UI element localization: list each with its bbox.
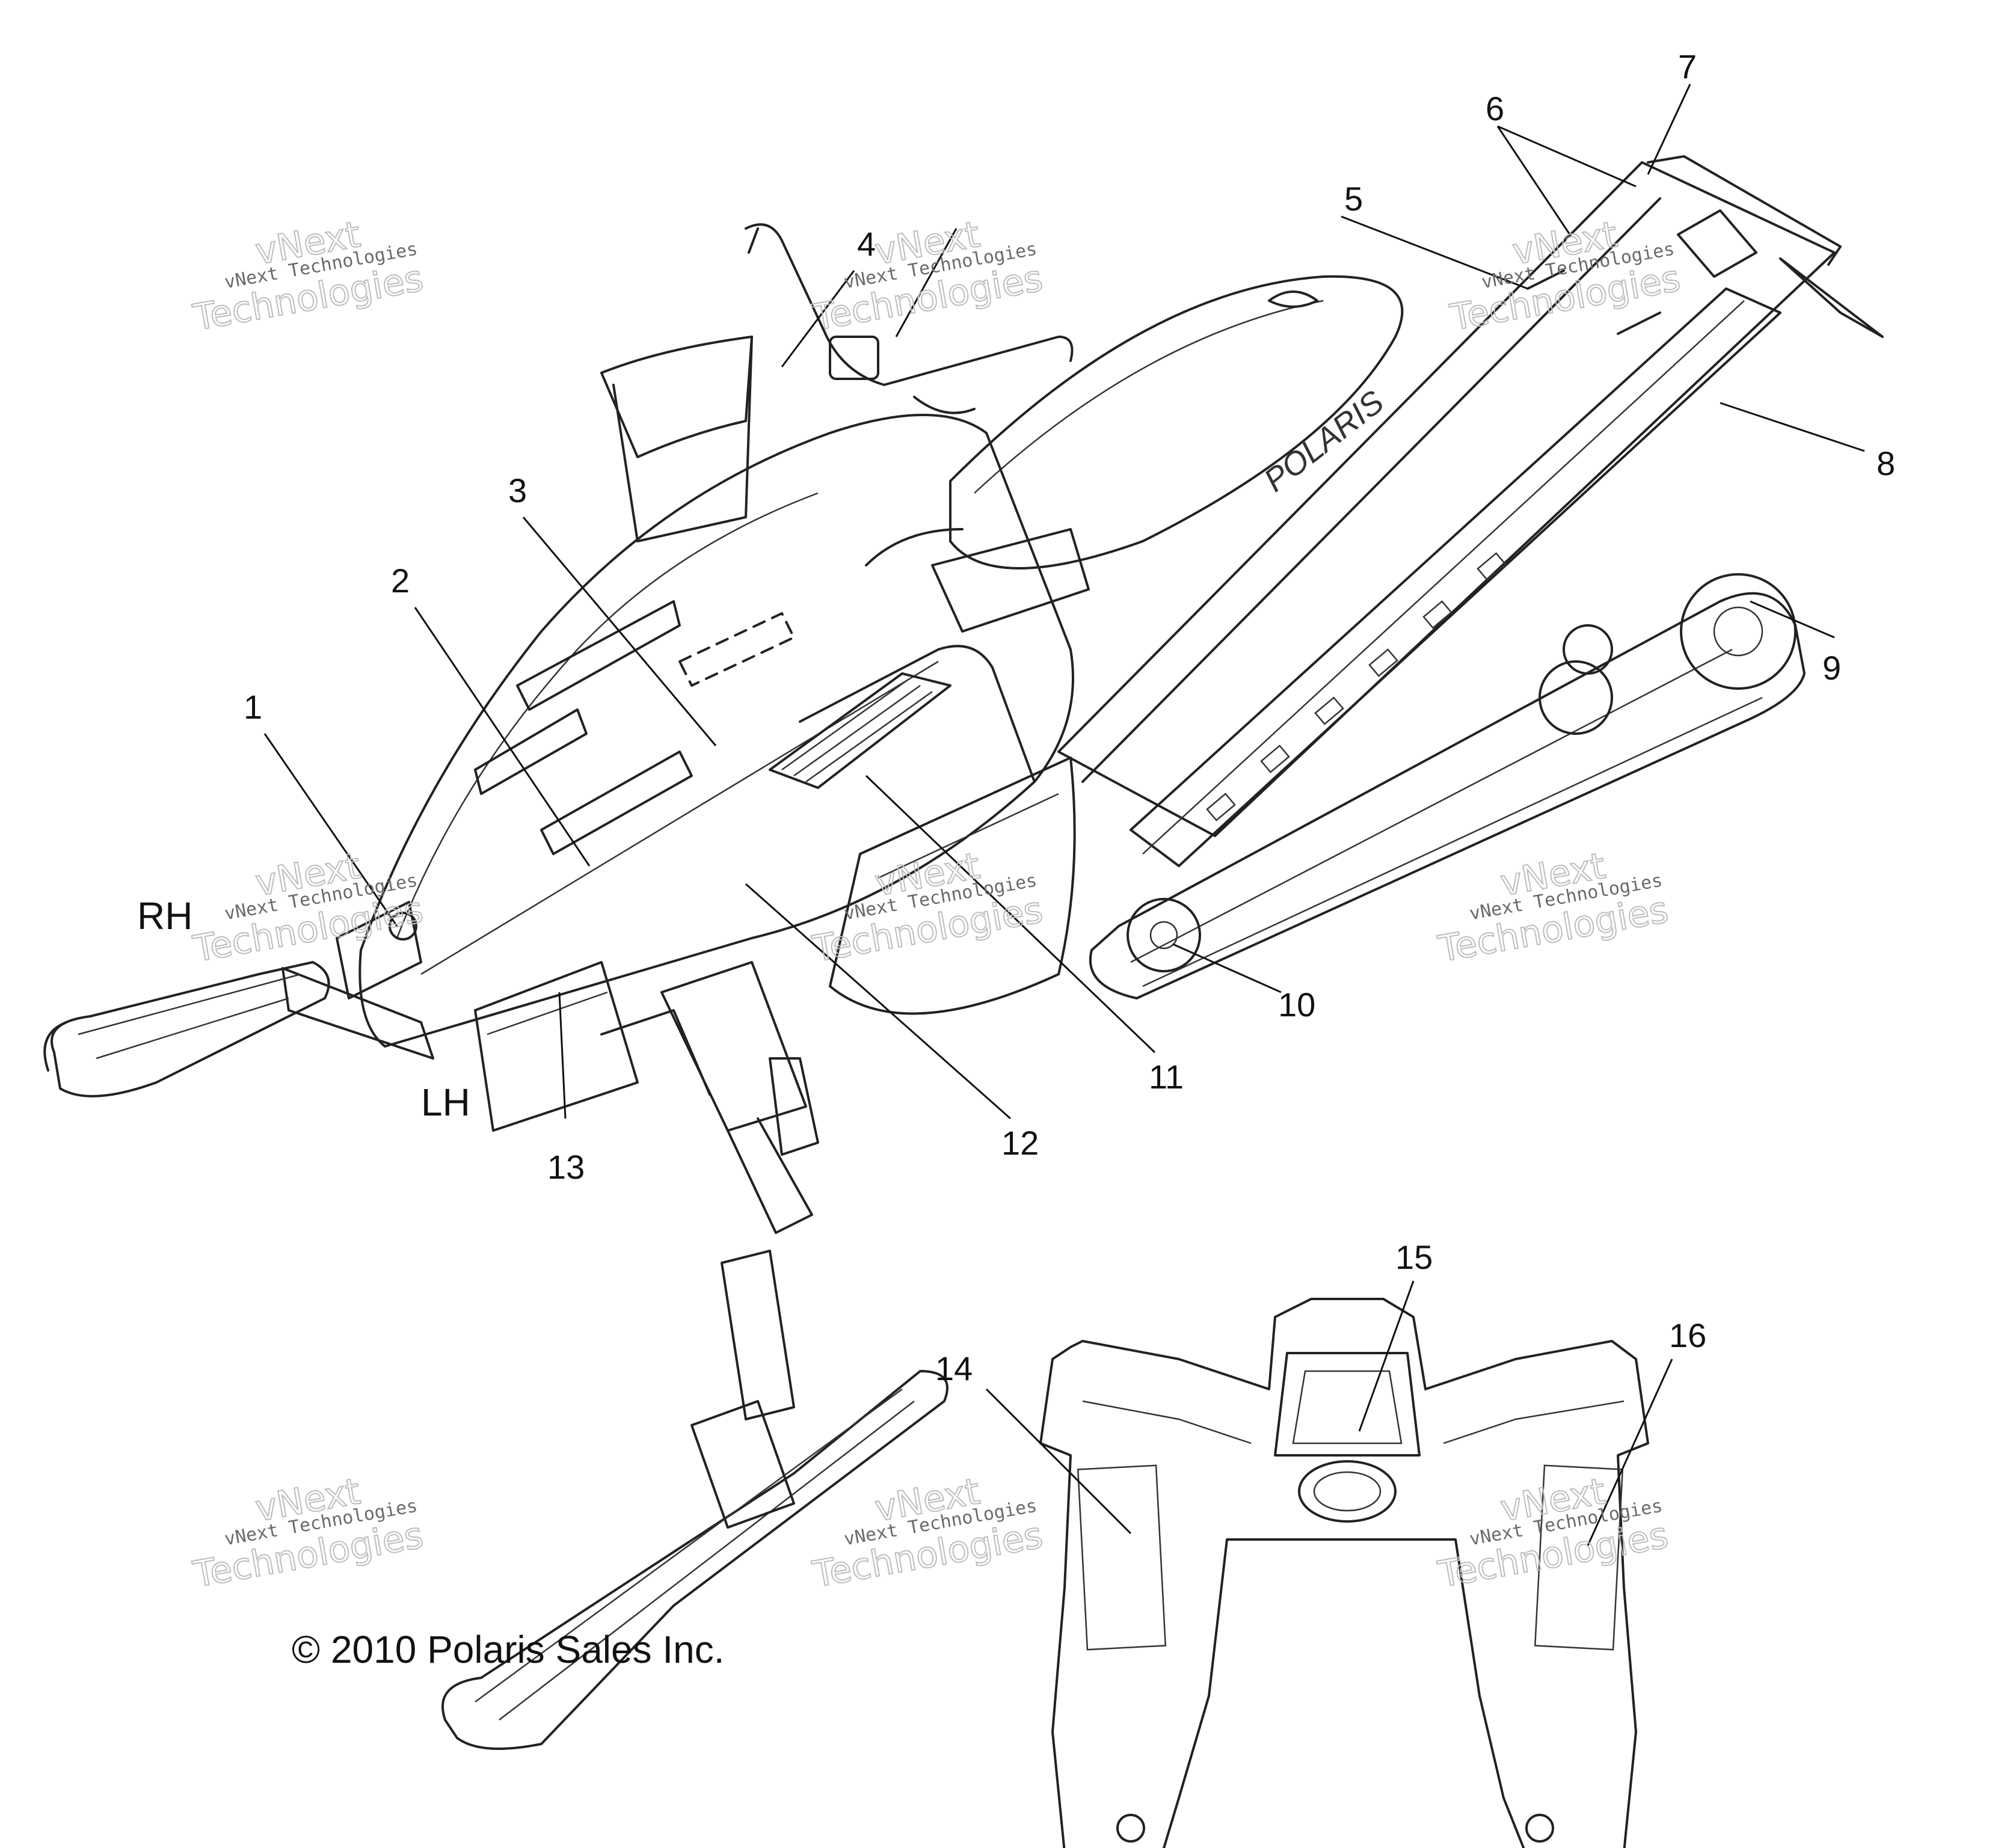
watermark: vNext vNext Technologies Technologies xyxy=(189,213,427,340)
callout-2: 2 xyxy=(391,562,410,600)
watermark: vNext vNext Technologies Technologies xyxy=(1434,844,1672,971)
callout-9: 9 xyxy=(1822,649,1841,687)
leader-lines xyxy=(263,84,1865,1546)
callout-6: 6 xyxy=(1486,90,1504,127)
callout-16: 16 xyxy=(1669,1316,1706,1354)
callout-1: 1 xyxy=(244,688,262,726)
front-suspension xyxy=(600,961,819,1234)
handlebar xyxy=(745,223,1074,414)
callout-12: 12 xyxy=(1001,1124,1039,1162)
tunnel-rail xyxy=(1057,155,1884,867)
side-label-rh: RH xyxy=(137,894,192,938)
side-label-lh: LH xyxy=(421,1081,470,1124)
seat-logo: POLARIS xyxy=(1257,384,1390,499)
body-hood xyxy=(281,336,1090,1132)
ski-rh xyxy=(43,961,330,1097)
callout-10: 10 xyxy=(1278,986,1315,1024)
callout-8: 8 xyxy=(1877,444,1895,482)
belly-pan-drawing xyxy=(1039,1298,1649,1848)
callout-5: 5 xyxy=(1344,180,1363,218)
callout-11: 11 xyxy=(1149,1058,1184,1096)
callout-15: 15 xyxy=(1395,1238,1433,1276)
track-assembly xyxy=(1089,573,1806,999)
callout-4: 4 xyxy=(857,225,876,263)
callout-3: 3 xyxy=(508,471,527,509)
callout-7: 7 xyxy=(1678,48,1697,85)
ski-lh xyxy=(441,1250,948,1750)
callout-13: 13 xyxy=(547,1148,585,1186)
callout-labels: 1 2 3 4 5 6 7 8 9 10 11 12 13 14 15 16 xyxy=(244,48,1895,1387)
watermark: vNext vNext Technologies Technologies xyxy=(1434,1470,1672,1597)
watermark: vNext vNext Technologies Technologies xyxy=(809,844,1047,971)
watermark: vNext vNext Technologies Technologies xyxy=(189,1470,427,1597)
watermarks: vNext vNext Technologies Technologies vN… xyxy=(189,213,1684,1597)
seat: POLARIS xyxy=(949,275,1404,569)
copyright-text: © 2010 Polaris Sales Inc. xyxy=(292,1628,725,1671)
watermark: vNext vNext Technologies Technologies xyxy=(189,844,427,971)
callout-14: 14 xyxy=(935,1349,973,1387)
watermark: vNext vNext Technologies Technologies xyxy=(809,213,1047,340)
